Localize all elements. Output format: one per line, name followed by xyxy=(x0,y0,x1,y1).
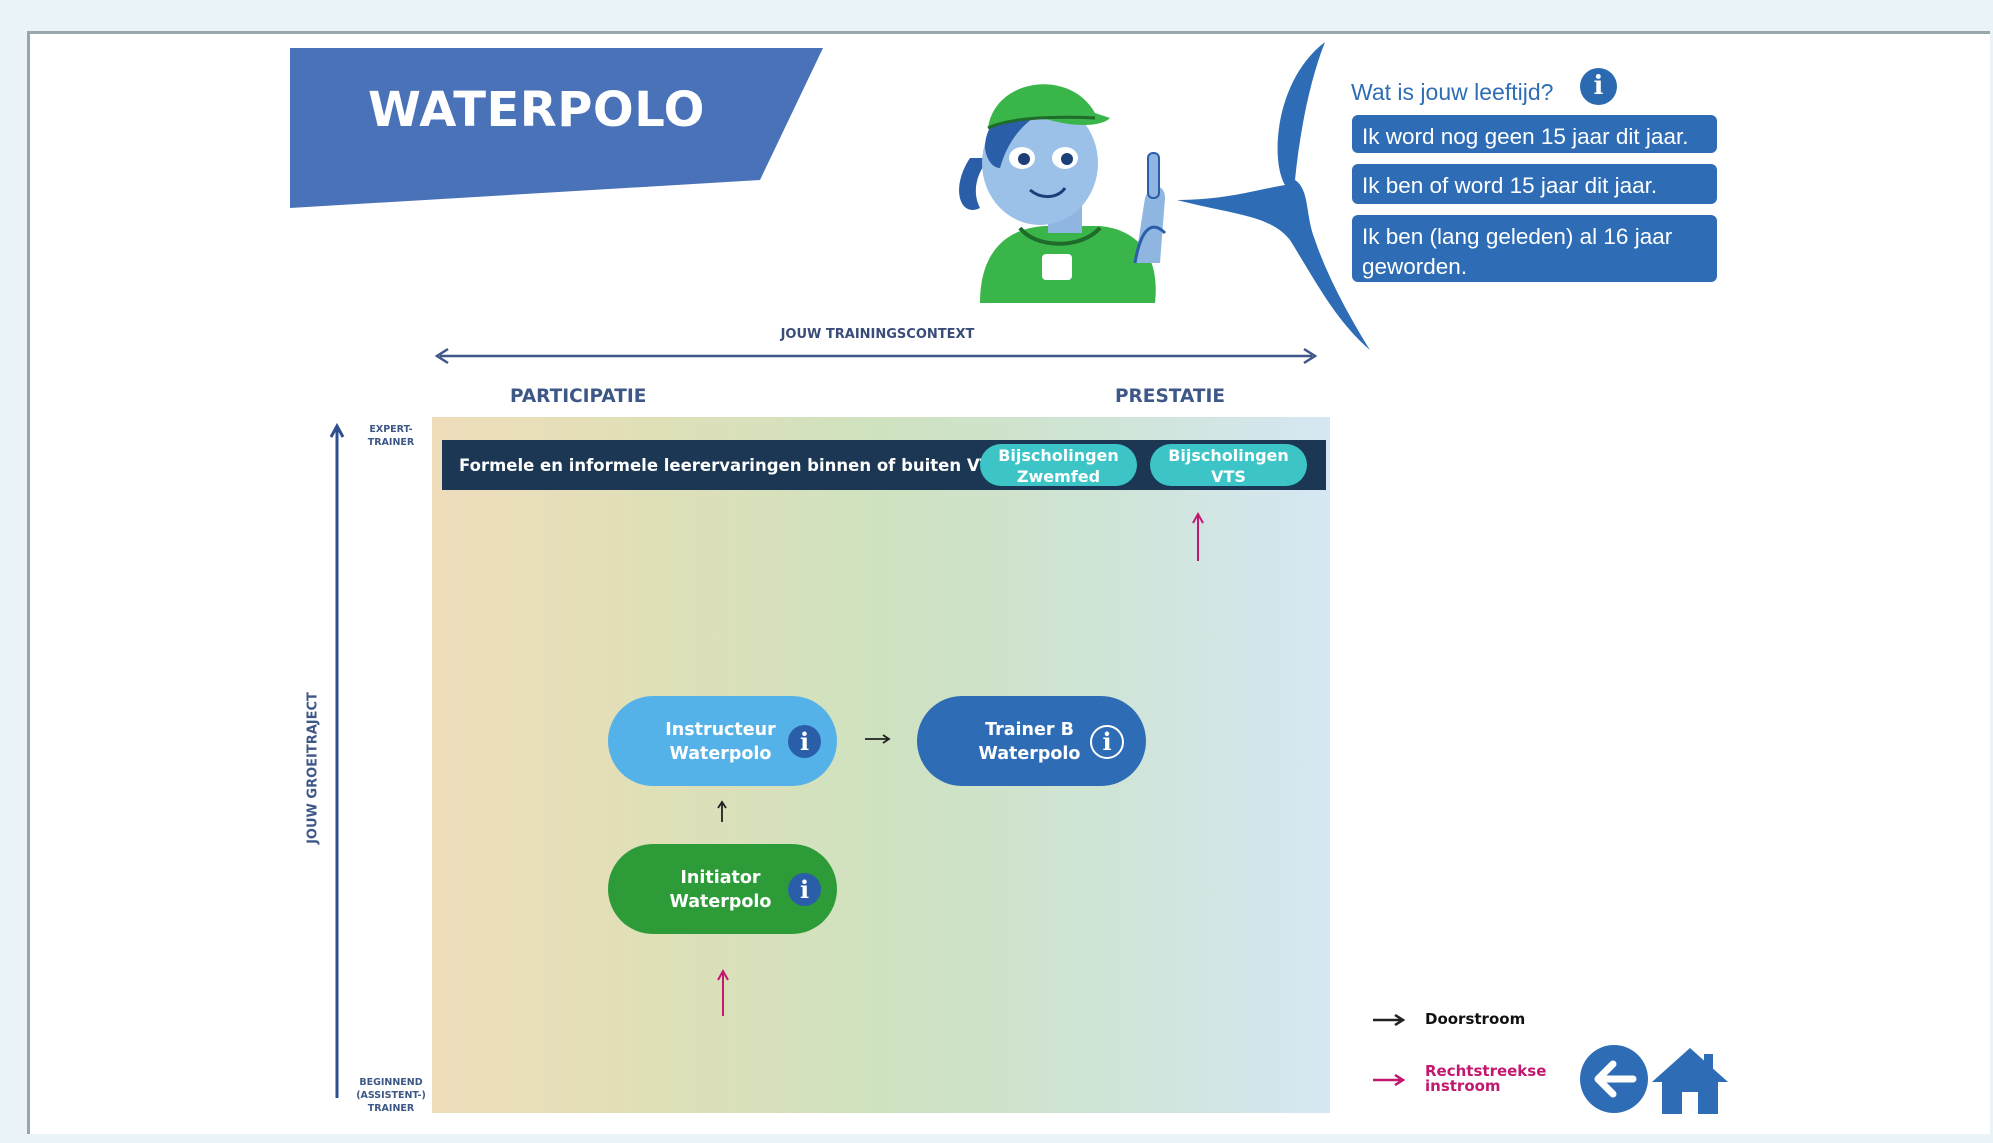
title-banner xyxy=(290,48,823,208)
beginner-trainer-label: BEGINNEND (ASSISTENT-) TRAINER xyxy=(356,1077,426,1114)
prestatie-label: PRESTATIE xyxy=(1115,386,1225,407)
course-initiator[interactable]: Initiator Waterpolo i xyxy=(608,844,837,934)
legend-rechtstreekse-instroom: Rechtstreekse instroom xyxy=(1425,1062,1547,1095)
context-axis-label: JOUW TRAININGSCONTEXT xyxy=(780,327,975,342)
course-trainer-b[interactable]: Trainer B Waterpolo i xyxy=(917,696,1146,786)
speech-bubble xyxy=(1177,42,1370,350)
pathway-field xyxy=(432,417,1330,1113)
participatie-label: PARTICIPATIE xyxy=(510,386,647,407)
arrow-left-icon xyxy=(1594,1060,1637,1098)
info-icon[interactable]: i xyxy=(788,725,821,758)
home-button[interactable] xyxy=(1652,1046,1728,1114)
legend-doorstroom: Doorstroom xyxy=(1425,1010,1526,1028)
course-initiator-label: Initiator Waterpolo xyxy=(669,868,772,912)
course-instructeur[interactable]: Instructeur Waterpolo i xyxy=(608,696,837,786)
age-option-16-plus[interactable]: Ik ben (lang geleden) al 16 jaar geworde… xyxy=(1352,215,1717,282)
bijscholingen-vts-button[interactable]: Bijscholingen VTS xyxy=(1150,444,1307,486)
course-instructeur-label: Instructeur Waterpolo xyxy=(665,720,776,764)
info-icon[interactable]: i xyxy=(1090,725,1124,759)
info-icon[interactable]: i xyxy=(1580,68,1617,105)
page-title: WATERPOLO xyxy=(368,82,705,138)
age-question: Wat is jouw leeftijd? xyxy=(1351,79,1554,105)
mascot-illustration xyxy=(959,84,1167,303)
age-option-15[interactable]: Ik ben of word 15 jaar dit jaar. xyxy=(1352,164,1717,204)
learning-strip-text: Formele en informele leerervaringen binn… xyxy=(459,456,1003,475)
course-trainer-b-label: Trainer B Waterpolo xyxy=(978,720,1081,764)
info-icon[interactable]: i xyxy=(788,873,821,906)
expert-trainer-label: EXPERT- TRAINER xyxy=(367,424,415,448)
bijscholingen-zwemfed-button[interactable]: Bijscholingen Zwemfed xyxy=(980,444,1137,486)
home-icon xyxy=(1652,1048,1728,1114)
age-option-under-15[interactable]: Ik word nog geen 15 jaar dit jaar. xyxy=(1352,115,1717,153)
back-button[interactable] xyxy=(1579,1044,1649,1114)
